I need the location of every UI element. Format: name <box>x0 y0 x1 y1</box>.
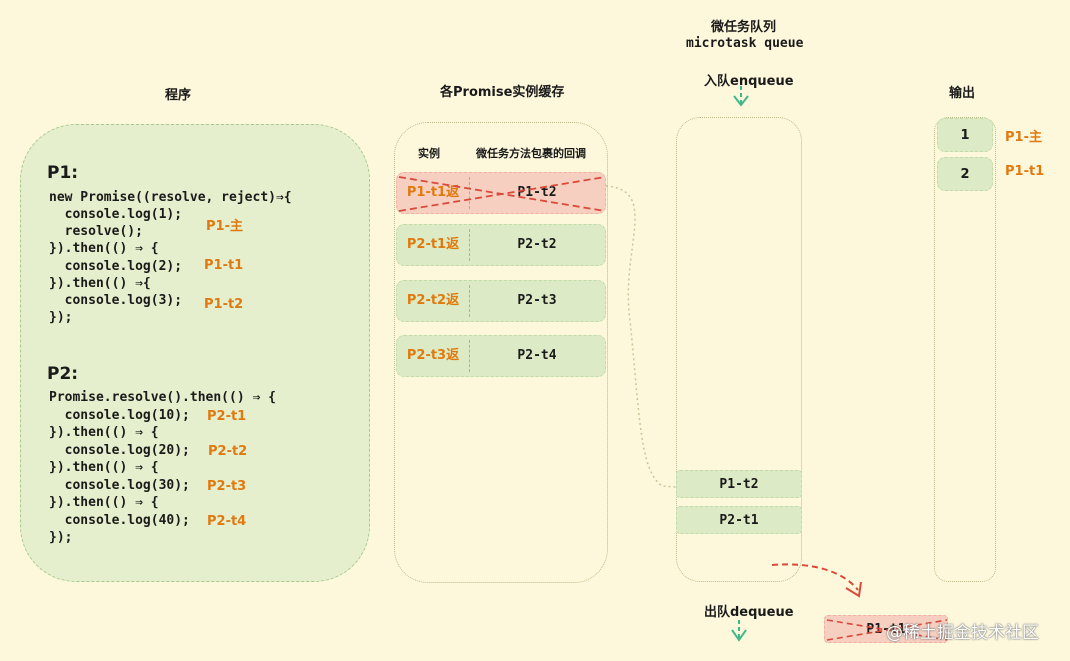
queue-title-en: microtask queue <box>686 36 804 51</box>
p1-code-line: resolve(); <box>49 224 143 239</box>
p1-code-line: }).then(() ⇒ { <box>49 241 159 256</box>
queue-item: P1-t2 <box>676 470 802 498</box>
cache-row: P2-t3返 P2-t4 <box>396 335 606 377</box>
p2-tag: P2-t1 <box>207 409 247 424</box>
cache-row: P2-t1返 P2-t2 <box>396 224 606 266</box>
cache-row-instance: P2-t2返 <box>406 293 460 308</box>
p1-tag: P1-t2 <box>204 297 244 312</box>
p1-tag: P1-主 <box>206 219 243 234</box>
cache-col-callback: 微任务方法包裹的回调 <box>476 147 586 160</box>
p1-tag: P1-t1 <box>204 258 244 273</box>
cache-panel <box>394 122 608 583</box>
output-panel <box>934 117 996 582</box>
cache-row-divider <box>469 285 470 317</box>
cache-row-callback: P1-t2 <box>517 185 557 200</box>
cache-row-divider <box>469 177 470 209</box>
p1-code-line: console.log(1); <box>49 207 183 222</box>
queue-title: 微任务队列 <box>711 20 777 35</box>
p1-title: P1: <box>47 163 79 183</box>
p2-code-line: console.log(10); <box>49 408 190 423</box>
p2-code-line: }).then(() ⇒ { <box>49 425 159 440</box>
cache-row-callback: P2-t2 <box>517 237 557 252</box>
cache-row-instance: P2-t1返 <box>406 237 460 252</box>
p2-code-line: }).then(() ⇒ { <box>49 495 159 510</box>
p1-code-line: console.log(3); <box>49 293 183 308</box>
enqueue-label: 入队enqueue <box>704 74 794 89</box>
p1-code-line: console.log(2); <box>49 259 183 274</box>
dequeued-strike-cross <box>826 619 948 641</box>
cache-col-instance: 实例 <box>418 147 440 160</box>
strike-cross <box>398 176 606 212</box>
p2-code-line: console.log(30); <box>49 478 190 493</box>
dequeued-item-label: P1-t1 <box>866 622 906 637</box>
p2-tag: P2-t4 <box>207 514 247 529</box>
p2-code-line: }); <box>49 530 73 545</box>
dequeued-item: P1-t1 <box>824 615 948 643</box>
p2-code-line: console.log(20); <box>49 443 190 458</box>
queue-item: P2-t1 <box>676 506 802 534</box>
dequeue-red-arrow-head <box>845 581 862 598</box>
enqueue-arrow-head <box>733 95 749 107</box>
cache-row-callback: P2-t4 <box>517 348 557 363</box>
output-header: 输出 <box>949 86 976 101</box>
output-item-tag: P1-主 <box>1005 130 1042 145</box>
p1-code-line: new Promise((resolve, reject)⇒{ <box>49 190 292 205</box>
microtask-queue-panel <box>676 117 802 582</box>
program-panel <box>20 124 370 582</box>
p1-code-line: }); <box>49 310 73 325</box>
cache-row: P2-t2返 P2-t3 <box>396 280 606 322</box>
cache-row-divider <box>469 340 470 372</box>
p1-code-line: }).then(() ⇒{ <box>49 276 151 291</box>
enqueue-connector <box>605 185 677 488</box>
p2-code-line: Promise.resolve().then(() ⇒ { <box>49 390 276 405</box>
p2-code-line: }).then(() ⇒ { <box>49 460 159 475</box>
cache-row-instance: P1-t1返 <box>406 185 460 200</box>
cache-row-callback: P2-t3 <box>517 293 557 308</box>
dequeue-label: 出队dequeue <box>704 605 794 620</box>
cache-row-divider <box>469 229 470 261</box>
output-item-tag: P1-t1 <box>1005 164 1045 179</box>
cache-header: 各Promise实例缓存 <box>440 85 565 100</box>
cache-row-removed: P1-t1返 P1-t2 <box>396 172 606 214</box>
dequeue-arrow-head <box>731 629 747 642</box>
p2-code-line: console.log(40); <box>49 513 190 528</box>
program-header: 程序 <box>165 88 192 103</box>
p2-tag: P2-t2 <box>208 444 248 459</box>
output-item: 2 <box>937 157 993 191</box>
output-item: 1 <box>937 118 993 152</box>
cache-row-instance: P2-t3返 <box>406 348 460 363</box>
watermark: @稀土掘金技术社区 <box>886 623 1039 643</box>
p2-tag: P2-t3 <box>207 479 247 494</box>
p2-title: P2: <box>47 364 79 384</box>
